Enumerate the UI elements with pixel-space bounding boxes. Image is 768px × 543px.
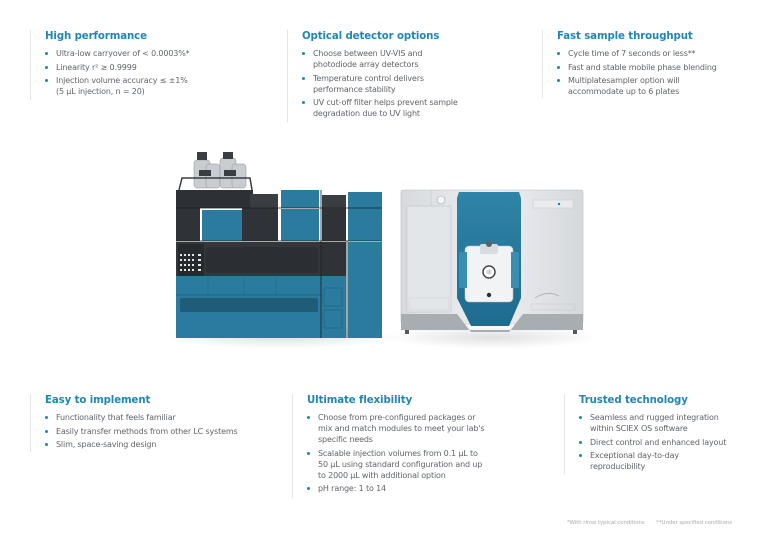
section-title: Easy to implement: [45, 395, 151, 406]
mass-spectrometer-illustration: [395, 186, 587, 338]
list-item: Cycle time of 7 seconds or less**: [557, 48, 747, 59]
list-item: Easily transfer methods from other LC sy…: [45, 426, 255, 437]
bullet-icon: [45, 443, 48, 446]
section-optical-detector: Optical detector options Choose between …: [287, 30, 517, 122]
list-item: Linearity r² ≥ 0.9999: [45, 62, 260, 73]
bullet-icon: [45, 79, 48, 82]
list-item: Exceptional day-to-day reproducibility: [579, 450, 694, 472]
bullet-icon: [557, 65, 560, 69]
bullet-icon: [45, 416, 48, 419]
bullet-icon: [579, 440, 582, 444]
list-item: Seamless and rugged integration within S…: [579, 412, 729, 434]
section-title: Optical detector options: [302, 31, 440, 42]
bullet-icon: [45, 52, 48, 55]
footnotes: *With rinse typical conditions **Under s…: [557, 520, 732, 526]
list-item: Choose from pre-configured packages or m…: [307, 412, 485, 445]
feature-list: Cycle time of 7 seconds or less** Fast a…: [557, 48, 747, 97]
bullet-icon: [302, 101, 305, 104]
section-easy-to-implement: Easy to implement Functionality that fee…: [30, 394, 260, 452]
list-item: Choose between UV-VIS and photodiode arr…: [302, 48, 432, 70]
list-item: Fast and stable mobile phase blending: [557, 62, 747, 73]
section-trusted-technology: Trusted technology Seamless and rugged i…: [564, 394, 764, 474]
section-title: Ultimate flexibility: [307, 395, 413, 406]
lc-system-illustration: [172, 150, 384, 340]
bullet-icon: [307, 416, 310, 419]
bullet-icon: [557, 79, 560, 82]
list-item: Scalable injection volumes from 0.1 µL t…: [307, 448, 485, 481]
feature-list: Choose from pre-configured packages or m…: [307, 412, 485, 494]
feature-list: Ultra-low carryover of < 0.0003%* Linear…: [45, 48, 260, 97]
lc-system-icon: [176, 152, 382, 338]
bullet-icon: [307, 451, 310, 455]
footnote-specified: **Under specified conditions: [656, 520, 732, 526]
bullet-icon: [45, 429, 48, 433]
list-item: Slim, space-saving design: [45, 439, 255, 450]
list-item: UV cut-off filter helps prevent sample d…: [302, 97, 472, 119]
bullet-icon: [302, 52, 305, 55]
section-title: Fast sample throughput: [557, 31, 693, 42]
feature-list: Functionality that feels familiar Easily…: [45, 412, 255, 450]
feature-list: Seamless and rugged integration within S…: [579, 412, 739, 472]
list-item: Multiplatesampler option will accommodat…: [557, 75, 697, 97]
list-item: Functionality that feels familiar: [45, 412, 255, 423]
section-ultimate-flexibility: Ultimate flexibility Choose from pre-con…: [292, 394, 522, 498]
list-item: Injection volume accuracy ≤ ±1% (5 µL in…: [45, 75, 195, 97]
bullet-icon: [302, 76, 305, 80]
mass-spectrometer-icon: [400, 189, 584, 334]
bullet-icon: [579, 454, 582, 457]
section-title: High performance: [45, 31, 147, 42]
list-item: pH range: 1 to 14: [307, 483, 485, 494]
list-item: Temperature control delivers performance…: [302, 73, 432, 95]
bullet-icon: [579, 416, 582, 419]
bullet-icon: [557, 52, 560, 55]
bullet-icon: [45, 65, 48, 69]
section-title: Trusted technology: [579, 395, 688, 406]
list-item: Direct control and enhanced layout: [579, 437, 739, 448]
feature-list: Choose between UV-VIS and photodiode arr…: [302, 48, 472, 119]
footnote-rinse: *With rinse typical conditions: [566, 520, 645, 526]
list-item: Ultra-low carryover of < 0.0003%*: [45, 48, 260, 59]
bullet-icon: [307, 487, 310, 490]
section-fast-throughput: Fast sample throughput Cycle time of 7 s…: [542, 30, 752, 98]
section-high-performance: High performance Ultra-low carryover of …: [30, 30, 260, 100]
